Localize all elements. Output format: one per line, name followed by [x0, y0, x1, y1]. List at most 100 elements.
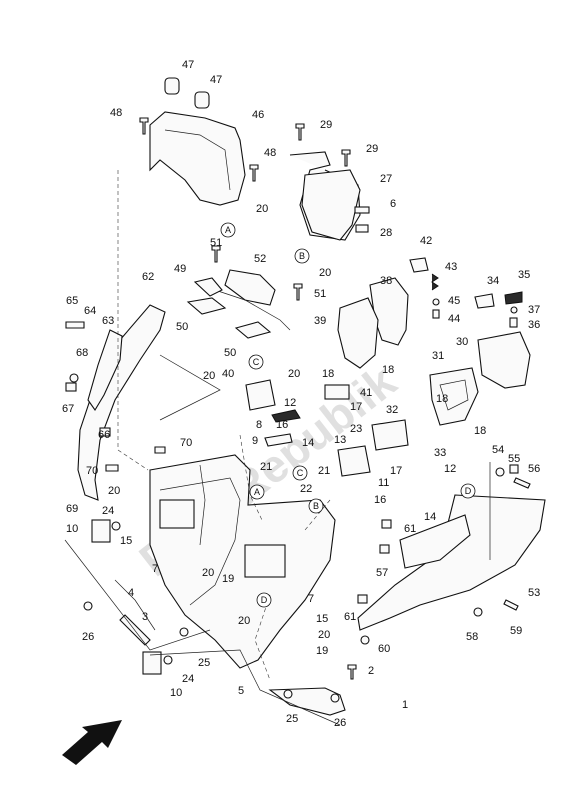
callout-20-a: 20: [256, 203, 268, 215]
callout-5: 5: [238, 685, 244, 697]
svg-text:C: C: [297, 468, 304, 478]
callout-18-c: 18: [436, 393, 448, 405]
part-48-screw-b: [249, 164, 259, 182]
callout-31: 31: [432, 350, 444, 362]
part-49-bracket: [193, 277, 223, 297]
callout-15-b: 15: [316, 613, 328, 625]
front-direction-arrow: [62, 720, 122, 765]
callout-24-b: 24: [182, 673, 194, 685]
callout-51-b: 51: [314, 288, 326, 300]
callout-68: 68: [76, 347, 88, 359]
ref-d-2: D: [256, 592, 272, 608]
callout-61-a: 61: [404, 523, 416, 535]
part-32-frame: [371, 419, 409, 451]
part-56-screw: [513, 477, 531, 489]
part-10-bracket-a: [91, 519, 111, 543]
part-70-screw-b: [154, 446, 166, 454]
part-54-grommet: [495, 467, 505, 477]
callout-3: 3: [142, 611, 148, 623]
callout-1: 1: [402, 699, 408, 711]
part-35-latch: [504, 291, 523, 305]
callout-50-a: 50: [176, 321, 188, 333]
callout-47-a: 47: [182, 59, 194, 71]
part-30-cover: [477, 331, 531, 389]
callout-19-a: 19: [222, 573, 234, 585]
callout-18-a: 18: [322, 368, 334, 380]
part-61-clip-b: [357, 594, 368, 604]
callout-22: 22: [300, 483, 312, 495]
svg-text:D: D: [465, 486, 472, 496]
part-23-vent: [337, 445, 371, 477]
callout-59: 59: [510, 625, 522, 637]
callout-57: 57: [376, 567, 388, 579]
part-6-clip: [354, 206, 370, 214]
part-40-frame: [245, 379, 276, 411]
callout-2: 2: [368, 665, 374, 677]
callout-21-a: 21: [260, 461, 272, 473]
ref-a-1: A: [220, 222, 236, 238]
callout-54: 54: [492, 444, 504, 456]
part-43-spring: [431, 273, 439, 291]
part-hub-center: [244, 544, 286, 578]
callout-24-a: 24: [102, 505, 114, 517]
callout-70-a: 70: [180, 437, 192, 449]
callout-30: 30: [456, 336, 468, 348]
part-46-inner-cover: [149, 111, 246, 206]
callout-66: 66: [98, 429, 110, 441]
part-37-washer: [510, 306, 518, 314]
callout-40: 40: [222, 368, 234, 380]
part-57-clip: [379, 544, 390, 554]
part-hub-left: [159, 499, 195, 529]
part-8-cable: [271, 409, 301, 423]
callout-60: 60: [378, 643, 390, 655]
part-31-frame: [429, 367, 479, 426]
callout-20-e: 20: [108, 485, 120, 497]
part-55-washer: [509, 464, 519, 474]
frame-line-left: [64, 539, 211, 651]
callout-25-b: 25: [286, 713, 298, 725]
callout-13: 13: [334, 434, 346, 446]
callout-20-f: 20: [202, 567, 214, 579]
part-52-bracket: [224, 269, 276, 306]
callout-33: 33: [434, 447, 446, 459]
part-24-grommet-b: [163, 655, 173, 665]
ref-a-2: A: [249, 484, 265, 500]
callout-52: 52: [254, 253, 266, 265]
ref-line-c: [254, 594, 271, 681]
callout-49: 49: [174, 263, 186, 275]
ref-c-1: C: [248, 354, 264, 370]
part-58-clip: [473, 607, 483, 617]
callout-18-b: 18: [382, 364, 394, 376]
svg-text:B: B: [313, 501, 319, 511]
callout-38: 38: [380, 275, 392, 287]
callout-56: 56: [528, 463, 540, 475]
part-59-screw: [503, 599, 519, 611]
part-25-nut-b: [283, 689, 293, 699]
part-68-grommet: [69, 373, 79, 383]
ref-b-1: B: [294, 248, 310, 264]
callout-48-b: 48: [264, 147, 276, 159]
part-10-bracket-b: [142, 651, 162, 675]
part-27-panel-body: [301, 169, 361, 241]
callout-20-h: 20: [318, 629, 330, 641]
ref-line-a: [117, 170, 149, 471]
part-3-brace: [119, 614, 151, 646]
callout-47-b: 47: [210, 74, 222, 86]
callout-61-b: 61: [344, 611, 356, 623]
callout-65: 65: [66, 295, 78, 307]
callout-42: 42: [420, 235, 432, 247]
callout-28: 28: [380, 227, 392, 239]
part-51-bolt-a: [211, 245, 221, 263]
callout-55: 55: [508, 453, 520, 465]
callout-11: 11: [378, 477, 389, 489]
part-25-nut-a: [179, 627, 189, 637]
callout-17-b: 17: [390, 465, 402, 477]
part-48-screw-a: [139, 117, 149, 135]
part-39-duct: [337, 297, 379, 369]
callout-26-a: 26: [82, 631, 94, 643]
part-24-grommet-a: [111, 521, 121, 531]
callout-25-a: 25: [198, 657, 210, 669]
part-47-a: [164, 77, 180, 95]
callout-67: 67: [62, 403, 74, 415]
